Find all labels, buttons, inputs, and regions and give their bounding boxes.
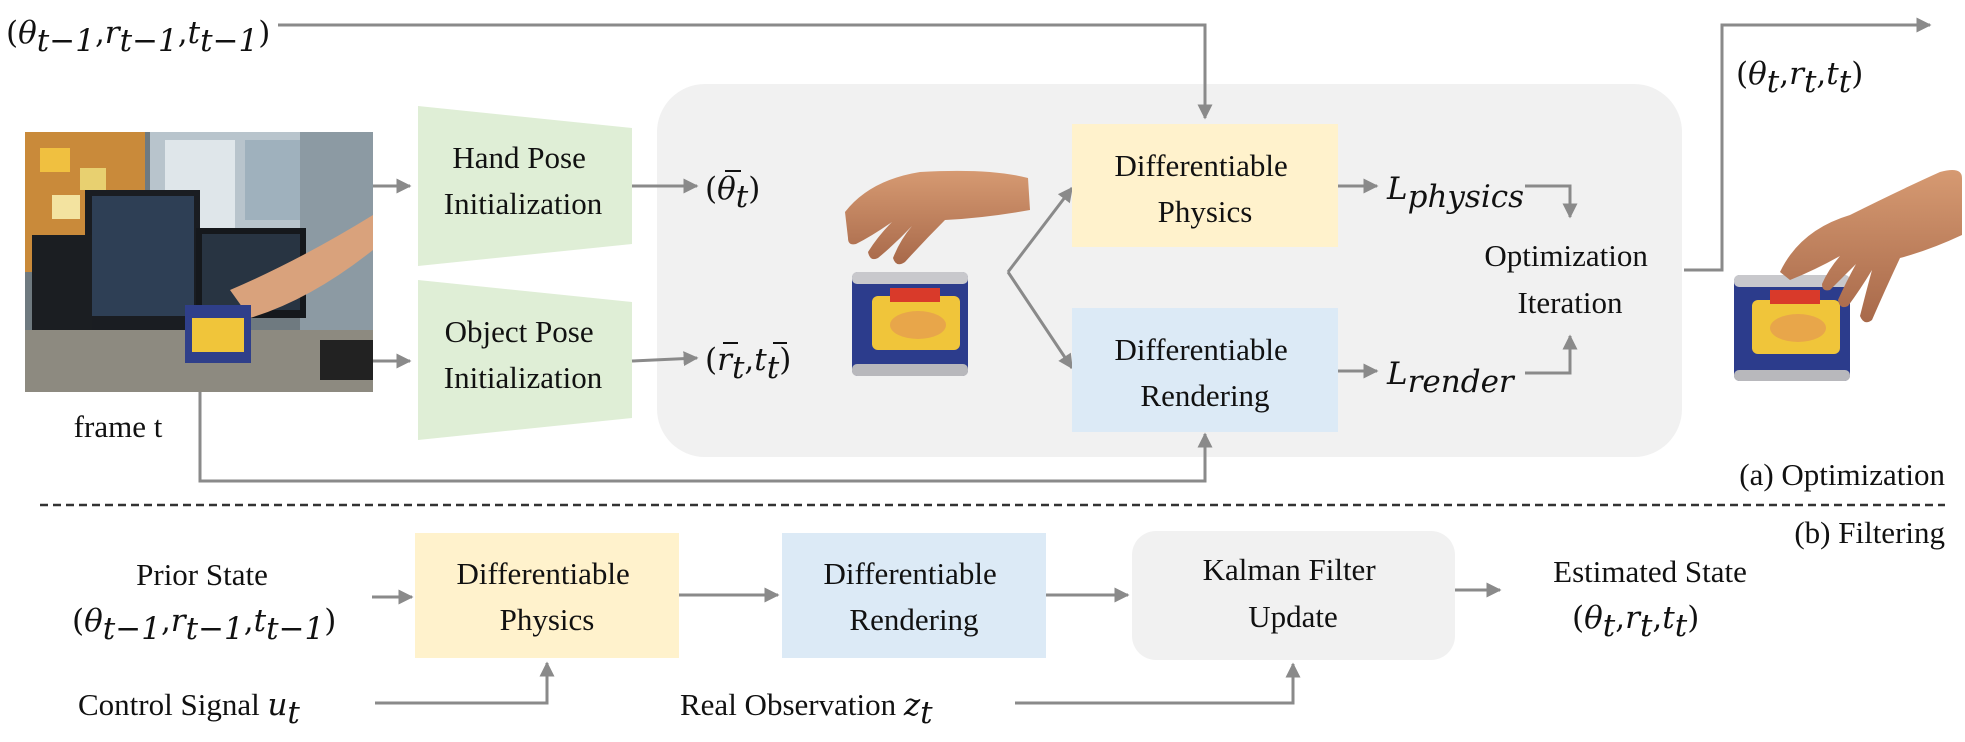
prior-state-label: Prior State: [136, 557, 268, 592]
filter-diff-rendering-label: Differentiable Rendering: [823, 556, 1004, 637]
estimated-state-tuple: (θt,rt,tt): [1572, 600, 1699, 644]
frame-to-rendering-arrow: [198, 392, 1213, 483]
theta-bar-estimate: (θt): [705, 171, 760, 215]
filter-diff-physics-label: Differentiable Physics: [456, 556, 637, 637]
object-pose-init-block: [418, 280, 632, 440]
optimization-iteration-label: Optimization Iteration: [1484, 238, 1655, 320]
filter-diff-rendering-block: [782, 533, 1046, 658]
prior-state-tuple: (θt−1,rt−1,tt−1): [72, 603, 336, 647]
hand-pose-init-block: [418, 106, 632, 266]
control-to-physics-arrow: [375, 661, 555, 705]
caption-optimization: (a) Optimization: [1739, 457, 1945, 492]
to-rendering-arrow: [1006, 271, 1074, 370]
prev-state-tuple: (θt−1,rt−1,tt−1): [6, 15, 270, 59]
object-pose-init-label: Object Pose Initialization: [444, 314, 603, 395]
real-observation-label: Real Observation zt: [680, 687, 933, 731]
filter-diff-physics-block: [415, 533, 679, 658]
kalman-update-block: [1132, 531, 1455, 660]
output-arrow: [1684, 17, 1932, 272]
caption-filtering: (b) Filtering: [1794, 515, 1945, 550]
diff-physics-block: [1072, 124, 1338, 247]
to-physics-arrow: [1006, 186, 1074, 273]
observation-to-kalman-arrow: [1015, 662, 1301, 705]
kalman-update-label: Kalman Filter Update: [1203, 552, 1384, 634]
estimated-state-label: Estimated State: [1553, 554, 1747, 589]
loss-physics: Lphysics: [1386, 171, 1524, 215]
prev-state-arrow: [278, 23, 1213, 120]
hand-grasping-can-icon: [1734, 170, 1962, 381]
next-state-tuple: (θt,rt,tt): [1736, 56, 1863, 100]
hand-pose-init-label: Hand Pose Initialization: [444, 140, 603, 221]
diff-rendering-block: [1072, 308, 1338, 432]
loss-render: Lrender: [1386, 356, 1516, 400]
diff-rendering-label: Differentiable Rendering: [1114, 332, 1295, 413]
rt-bar-estimate: (rt,tt): [705, 342, 791, 386]
frame-label: frame t: [74, 409, 163, 444]
object-init-out-arrow: [631, 351, 699, 367]
hand-mesh-icon: [845, 170, 1030, 265]
spam-can-icon: [852, 272, 968, 376]
loss-physics-to-iter-arrow: [1525, 184, 1578, 219]
loss-render-to-iter-arrow: [1525, 334, 1578, 375]
diff-physics-label: Differentiable Physics: [1114, 148, 1295, 229]
office-photo: [25, 132, 373, 392]
control-signal-label: Control Signal ut: [78, 687, 300, 731]
